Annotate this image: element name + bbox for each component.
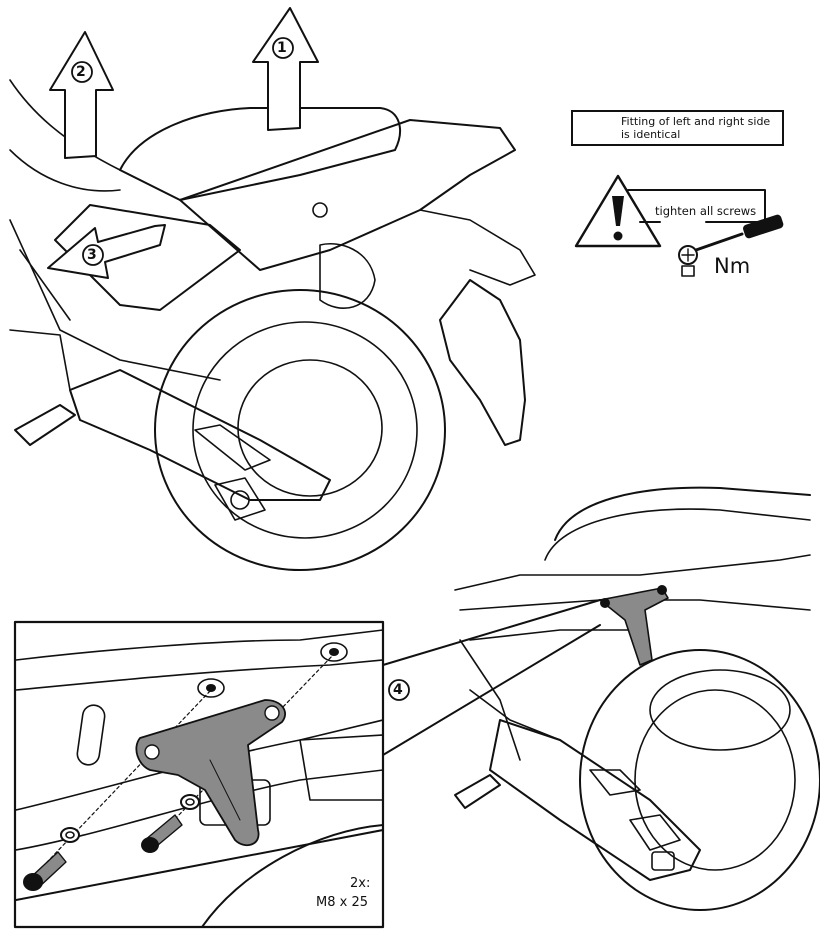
tail-fairing [179,119,516,271]
license-holder [439,279,526,446]
warning-triangle-icon [574,174,766,248]
rear-wheel [154,289,446,571]
hardware-size: M8 x 25 [316,895,368,910]
bracket-part [135,699,287,847]
torque-wrench-icon [678,214,784,277]
screw-2 [23,851,67,891]
warning-text: tighten all screws [655,204,757,218]
detail-inset [13,599,601,929]
notice-box: Fitting of left and right side is identi… [571,110,784,146]
arrow-1 [252,7,319,131]
motorcycle-side-view [454,486,820,911]
torque-unit: Nm [714,254,751,278]
screw-1 [141,814,183,853]
footrest [14,404,76,446]
step-1-label: ①1 [277,40,287,56]
step-2-label: ②2 [76,64,86,80]
arrow-3 [47,224,166,279]
step-numbers [71,37,410,701]
arrow-2 [49,31,114,159]
notice-text: Fitting of left and right side is identi… [621,115,771,141]
hardware-quantity: 2x: [350,876,371,891]
mounted-bracket [599,587,669,666]
swingarm [69,369,331,501]
motorcycle-top-view [9,7,536,571]
seat [119,107,401,201]
passenger-handle [54,204,241,311]
step-3-label: ③3 [87,247,97,263]
step-4-label: ④4 [393,682,403,698]
